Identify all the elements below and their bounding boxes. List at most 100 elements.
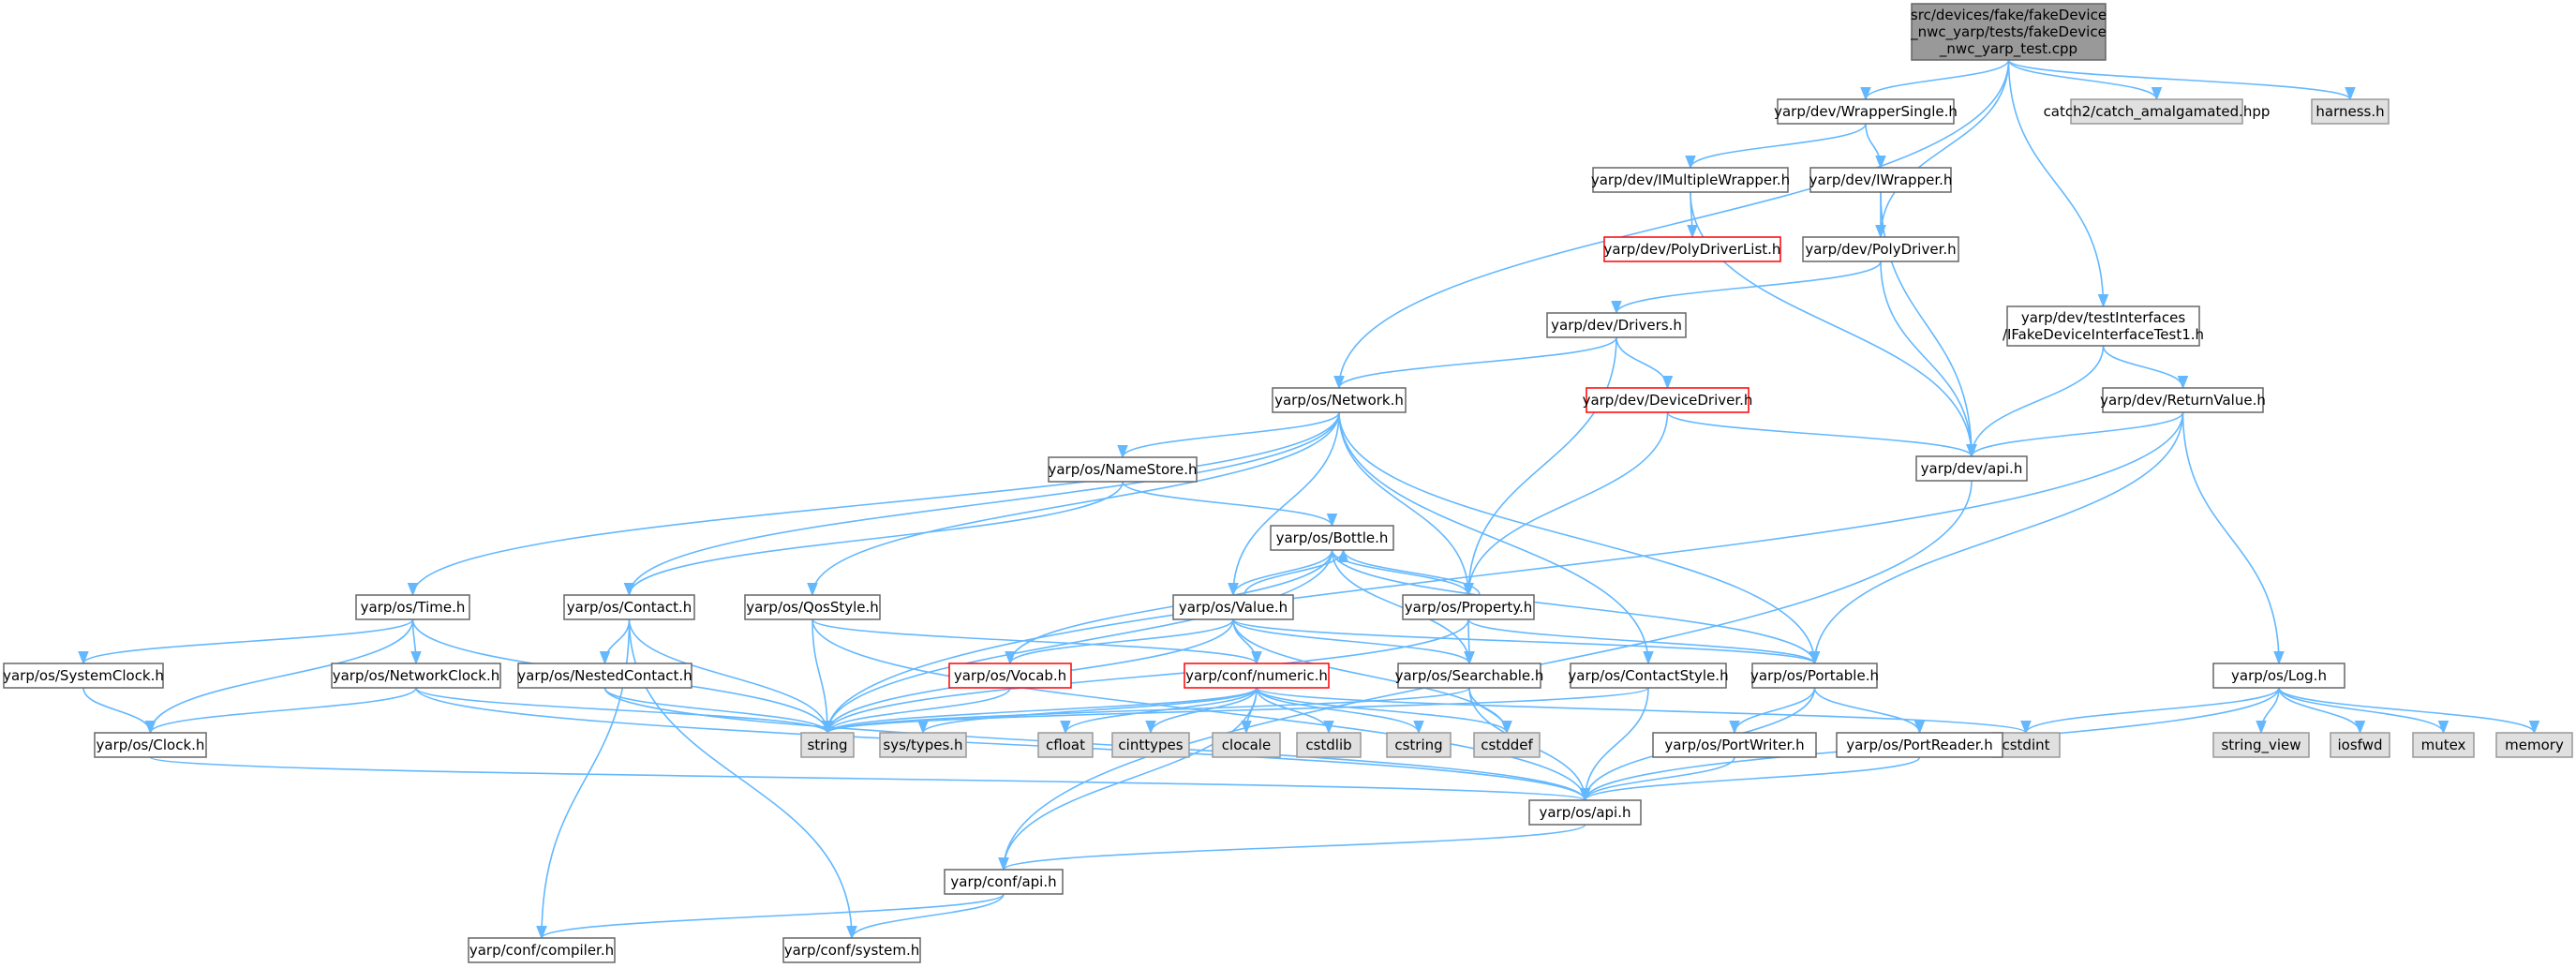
node-portreader[interactable]: yarp/os/PortReader.h (1836, 732, 2003, 758)
edge-line (812, 618, 1591, 802)
node-label: yarp/os/api.h (1539, 804, 1630, 821)
node-mutex[interactable]: mutex (2412, 732, 2475, 758)
node-osapi[interactable]: yarp/os/api.h (1528, 799, 1642, 826)
node-label: catch2/catch_amalgamated.hpp (2044, 103, 2271, 121)
node-clock[interactable]: yarp/os/Clock.h (94, 732, 207, 758)
edge-qosstyle-to-string (812, 618, 833, 735)
edge-network-to-value (1228, 411, 1340, 597)
node-label: yarp/os/Contact.h (567, 599, 692, 616)
node-namestore[interactable]: yarp/os/NameStore.h (1048, 456, 1198, 483)
node-label: mutex (2421, 737, 2466, 753)
edge-network-to-property (1338, 411, 1474, 597)
node-iwrapper[interactable]: yarp/dev/IWrapper.h (1809, 167, 1953, 193)
node-box (2006, 305, 2200, 347)
node-system[interactable]: yarp/conf/system.h (782, 937, 921, 963)
node-compiler[interactable]: yarp/conf/compiler.h (468, 937, 616, 963)
node-root[interactable]: src/devices/fake/fakeDevice_nwc_yarp/tes… (1910, 3, 2107, 61)
node-box (1652, 732, 1817, 758)
edge-line (2278, 687, 2449, 735)
node-polydriver[interactable]: yarp/dev/PolyDriver.h (1802, 236, 1959, 262)
edge-log-to-cstdint (2020, 687, 2280, 735)
node-label: /IFakeDeviceInterfaceTest1.h (2003, 326, 2204, 343)
node-ifake[interactable]: yarp/dev/testInterfaces/IFakeDeviceInter… (2003, 305, 2204, 347)
node-property[interactable]: yarp/os/Property.h (1402, 594, 1535, 620)
node-string[interactable]: string (800, 732, 855, 758)
edge-confapi-to-system (846, 893, 1005, 940)
node-drivers[interactable]: yarp/dev/Drivers.h (1546, 312, 1687, 338)
edge-line (1690, 191, 1977, 458)
node-box (948, 663, 1072, 689)
edge-line (623, 411, 1340, 597)
node-portable[interactable]: yarp/os/Portable.h (1750, 663, 1879, 689)
node-contact[interactable]: yarp/os/Contact.h (563, 594, 695, 620)
edge-numeric-to-string (822, 687, 1258, 735)
node-catch2[interactable]: catch2/catch_amalgamated.hpp (2044, 98, 2271, 125)
node-label: yarp/os/QosStyle.h (746, 599, 879, 616)
node-box (1172, 594, 1294, 620)
edge-network-to-qosstyle (807, 411, 1340, 597)
edge-line (2007, 59, 2163, 101)
node-label: cstring (1394, 737, 1442, 753)
edge-systemclock-to-clock (82, 687, 156, 735)
node-label: clocale (1222, 737, 1271, 753)
node-qosstyle[interactable]: yarp/os/QosStyle.h (744, 594, 881, 620)
node-cfloat[interactable]: cfloat (1037, 732, 1094, 758)
node-box (744, 594, 881, 620)
edge-network-to-contact (623, 411, 1340, 597)
edge-iwrapper-to-devapi (1880, 191, 1977, 458)
node-box (563, 594, 695, 620)
node-cstdint[interactable]: cstdint (1991, 732, 2061, 758)
edge-root-to-ifake (2007, 59, 2109, 308)
edge-line (1256, 687, 1334, 735)
node-label: src/devices/fake/fakeDevice (1911, 7, 2107, 23)
node-label: yarp/os/SystemClock.h (3, 667, 164, 684)
node-box (1111, 732, 1190, 758)
edge-line (1579, 756, 1735, 802)
node-confapi[interactable]: yarp/conf/api.h (944, 869, 1064, 895)
edge-numeric-to-cstdint (1256, 687, 2032, 735)
edge-line (998, 824, 1586, 871)
node-wrapper_single[interactable]: yarp/dev/WrapperSingle.h (1774, 98, 1958, 125)
node-networkclock[interactable]: yarp/os/NetworkClock.h (331, 663, 501, 689)
node-polydriverlist[interactable]: yarp/dev/PolyDriverList.h (1603, 236, 1781, 262)
node-cstddef[interactable]: cstddef (1473, 732, 1541, 758)
node-log[interactable]: yarp/os/Log.h (2212, 663, 2345, 689)
node-cstring[interactable]: cstring (1386, 732, 1452, 758)
edge-line (998, 687, 1258, 871)
edge-value-to-searchable (1232, 618, 1475, 665)
node-numeric[interactable]: yarp/conf/numeric.h (1184, 663, 1330, 689)
node-cstdlib[interactable]: cstdlib (1296, 732, 1362, 758)
node-network[interactable]: yarp/os/Network.h (1272, 387, 1407, 413)
node-string_view[interactable]: string_view (2212, 732, 2310, 758)
edge-value-to-vocab (1005, 618, 1234, 665)
node-vocab[interactable]: yarp/os/Vocab.h (948, 663, 1072, 689)
node-box (355, 594, 470, 620)
node-harness[interactable]: harness.h (2311, 98, 2390, 125)
node-systypes[interactable]: sys/types.h (879, 732, 967, 758)
node-memory[interactable]: memory (2495, 732, 2573, 758)
node-time[interactable]: yarp/os/Time.h (355, 594, 470, 620)
node-imultiple_wrapper[interactable]: yarp/dev/IMultipleWrapper.h (1591, 167, 1790, 193)
node-returnvalue[interactable]: yarp/dev/ReturnValue.h (2100, 387, 2266, 413)
node-systemclock[interactable]: yarp/os/SystemClock.h (3, 663, 164, 689)
node-label: yarp/os/Value.h (1179, 599, 1288, 616)
edge-line (1616, 336, 1674, 390)
node-contactstyle[interactable]: yarp/os/ContactStyle.h (1568, 663, 1729, 689)
node-devapi[interactable]: yarp/dev/api.h (1915, 455, 2028, 482)
node-iosfwd[interactable]: iosfwd (2330, 732, 2390, 758)
edge-line (1338, 411, 1821, 665)
edge-line (1232, 618, 1820, 665)
node-label: cstddef (1481, 737, 1533, 753)
edge-line (822, 549, 1333, 735)
node-nestedcontact[interactable]: yarp/os/NestedContact.h (517, 663, 692, 689)
node-value[interactable]: yarp/os/Value.h (1172, 594, 1294, 620)
node-bottle[interactable]: yarp/os/Bottle.h (1270, 525, 1394, 551)
edge-line (1685, 123, 1867, 170)
node-clocale[interactable]: clocale (1212, 732, 1281, 758)
node-portwriter[interactable]: yarp/os/PortWriter.h (1652, 732, 1817, 758)
node-box (1184, 663, 1330, 689)
node-searchable[interactable]: yarp/os/Searchable.h (1395, 663, 1544, 689)
node-box (1809, 167, 1952, 193)
node-cinttypes[interactable]: cinttypes (1111, 732, 1190, 758)
node-devicedriver[interactable]: yarp/dev/DeviceDriver.h (1583, 387, 1753, 413)
